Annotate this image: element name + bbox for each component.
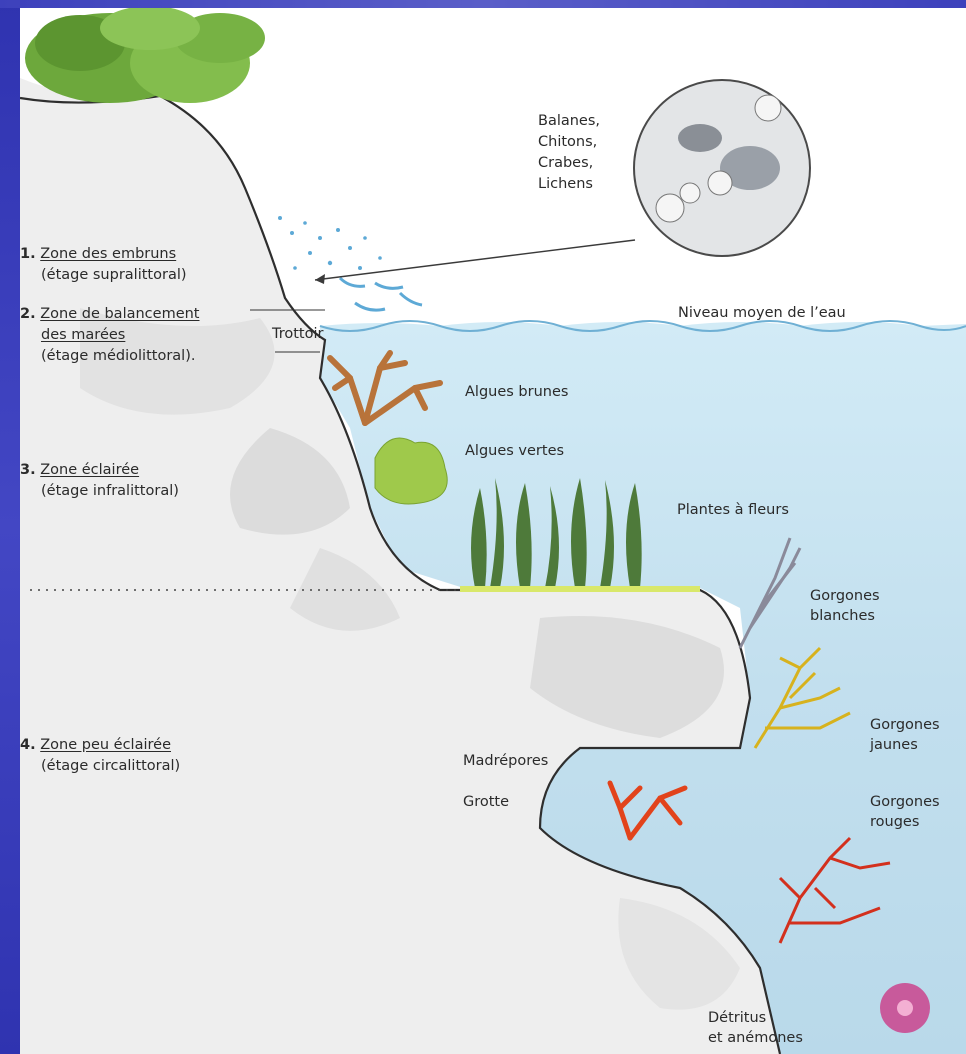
gorgones-rouges-label-1: Gorgones: [870, 792, 940, 812]
diagram-panel: 1. Zone des embruns (étage supralittoral…: [20, 8, 966, 1054]
zone-3-name: Zone éclairée: [40, 462, 139, 478]
shrub-icon: [25, 8, 265, 103]
inset-label-lichens: Lichens: [538, 174, 593, 194]
zone-4-label: 4. Zone peu éclairée: [20, 735, 171, 755]
zone-2-name2: des marées: [41, 325, 125, 345]
trottoir-label: Trottoir: [272, 324, 323, 344]
gorgones-blanches-label-2: blanches: [810, 606, 875, 626]
zone-2-name: Zone de balancement: [40, 306, 199, 322]
barnacle-icon: [656, 194, 684, 222]
zone-4-name: Zone peu éclairée: [40, 737, 171, 753]
gorgones-jaunes-label-1: Gorgones: [870, 715, 940, 735]
gorgones-blanches-label-1: Gorgones: [810, 586, 880, 606]
barnacle-icon: [680, 183, 700, 203]
zone-1-name: Zone des embruns: [40, 246, 176, 262]
inset-pointer-arrow: [315, 240, 635, 280]
detritus-label-1: Détritus: [708, 1008, 766, 1028]
anemone-icon: [880, 983, 930, 1033]
water-level-label: Niveau moyen de l’eau: [678, 303, 846, 323]
arrow-head-icon: [315, 274, 325, 284]
zone-2-sub: (étage médiolittoral).: [41, 346, 195, 366]
gorgones-jaunes-label-2: jaunes: [870, 735, 918, 755]
barnacle-icon: [755, 95, 781, 121]
algues-vertes-label: Algues vertes: [465, 441, 564, 461]
zone-3-sub: (étage infralittoral): [41, 481, 179, 501]
slide-frame-top: [0, 0, 966, 8]
algues-brunes-label: Algues brunes: [465, 382, 568, 402]
zone-2-label: 2. Zone de balancement: [20, 304, 200, 324]
inset-circle: [634, 80, 810, 256]
grotte-label: Grotte: [463, 792, 509, 812]
madrepores-label: Madrépores: [463, 751, 548, 771]
detritus-label-2: et anémones: [708, 1028, 803, 1048]
inset-label-crabes: Crabes,: [538, 153, 593, 173]
barnacle-icon: [708, 171, 732, 195]
zone-1-label: 1. Zone des embruns: [20, 244, 176, 264]
inset-label-chitons: Chitons,: [538, 132, 597, 152]
inset-label-balanes: Balanes,: [538, 111, 600, 131]
spray-icon: [278, 216, 422, 310]
slide-frame-left: [0, 0, 20, 1054]
plantes-fleurs-label: Plantes à fleurs: [677, 500, 789, 520]
seabed-sand: [460, 586, 700, 592]
crab-icon: [678, 124, 722, 152]
zone-3-label: 3. Zone éclairée: [20, 460, 139, 480]
zone-4-sub: (étage circalittoral): [41, 756, 180, 776]
green-algae-icon: [375, 438, 447, 504]
gorgones-rouges-label-2: rouges: [870, 812, 919, 832]
coastal-zones-illustration: [20, 8, 966, 1054]
zone-1-sub: (étage supralittoral): [41, 265, 187, 285]
